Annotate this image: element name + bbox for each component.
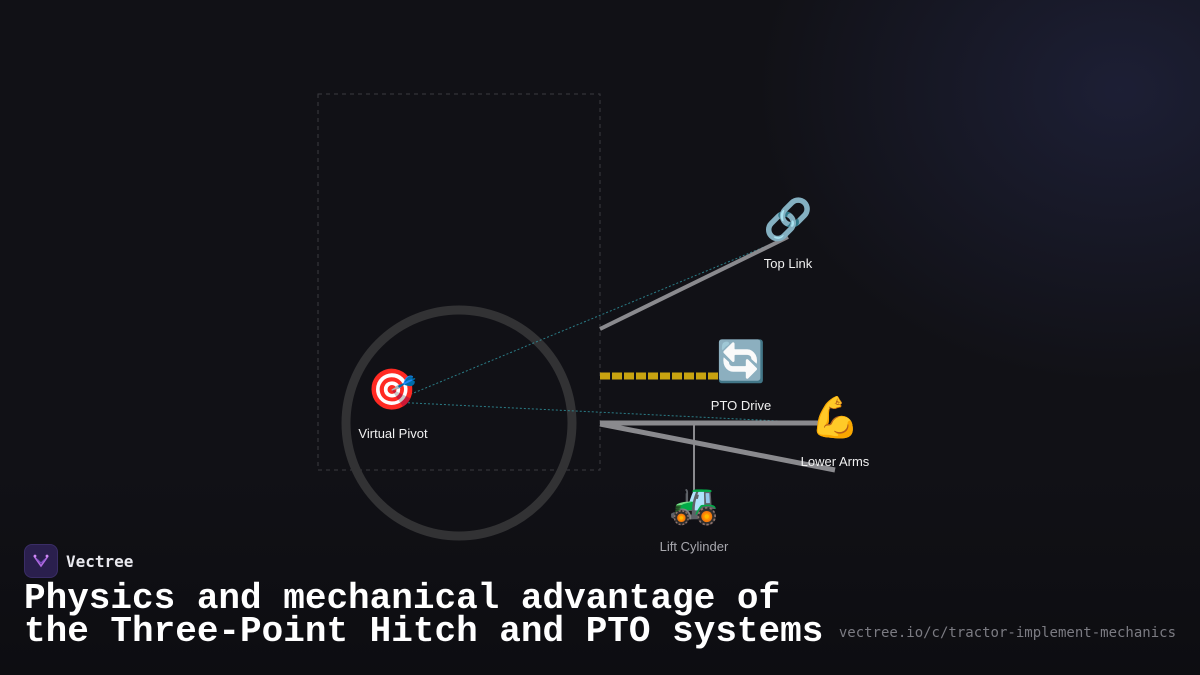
- lift-cylinder-label: Lift Cylinder: [659, 539, 729, 554]
- top-link-label: Top Link: [763, 256, 813, 271]
- pto-drive-label: PTO Drive: [710, 398, 772, 413]
- title-line-2: the Three-Point Hitch and PTO systems: [24, 611, 824, 652]
- flexed-biceps-icon: 💪: [810, 395, 860, 441]
- implement-frame: [317, 93, 601, 471]
- lower-arm-bar-lower: [599, 421, 836, 473]
- vectree-logo-icon: [24, 544, 58, 578]
- rotate-arrows-icon: 🔄: [716, 339, 766, 385]
- brand-name: Vectree: [66, 551, 134, 571]
- top-link-bar: [599, 235, 789, 331]
- pivot-ring: [341, 305, 577, 541]
- lower-arms-label: Lower Arms: [800, 454, 870, 469]
- page-title: Physics and mechanical advantage of the …: [24, 578, 824, 652]
- source-url: vectree.io/c/tractor-implement-mechanics: [838, 625, 1176, 641]
- brand: Vectree: [24, 544, 133, 578]
- tractor-icon: 🚜: [669, 481, 719, 527]
- guide-line-top-link: [391, 236, 789, 403]
- guide-line-lower-arms: [391, 401, 821, 424]
- virtual-pivot-label: Virtual Pivot: [358, 426, 428, 441]
- link-icon: 🔗: [763, 197, 813, 243]
- target-icon: 🎯: [367, 367, 417, 413]
- title-line-1: Physics and mechanical advantage of: [24, 578, 781, 619]
